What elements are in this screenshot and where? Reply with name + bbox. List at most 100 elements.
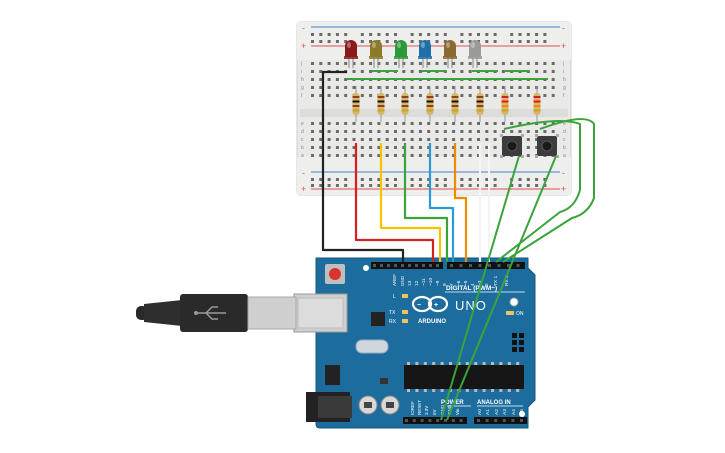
- breadboard-hole: [543, 130, 547, 133]
- breadboard-hole: [344, 122, 348, 125]
- breadboard-hole: [344, 94, 348, 97]
- breadboard-hole: [485, 138, 489, 141]
- breadboard-hole: [410, 70, 414, 73]
- digital-pin-label: RX 0: [504, 275, 510, 286]
- breadboard-hole: [335, 178, 339, 181]
- breadboard-hole: [319, 184, 323, 187]
- breadboard-hole: [477, 122, 480, 125]
- breadboard-hole: [510, 62, 514, 65]
- breadboard-hole: [460, 33, 464, 36]
- breadboard-hole: [526, 94, 530, 97]
- breadboard-hole: [385, 154, 389, 157]
- breadboard-hole: [410, 184, 414, 187]
- breadboard-hole: [394, 130, 397, 133]
- breadboard-hole: [385, 122, 389, 125]
- breadboard-hole: [460, 184, 464, 187]
- breadboard-hole: [360, 154, 364, 157]
- mounting-hole: [519, 411, 525, 417]
- breadboard-hole: [410, 146, 414, 149]
- breadboard-hole: [360, 70, 364, 73]
- breadboard-hole: [352, 130, 356, 133]
- breadboard-hole: [369, 130, 373, 133]
- breadboard-hole: [327, 178, 331, 181]
- breadboard-hole: [510, 40, 514, 43]
- breadboard-hole: [435, 40, 439, 43]
- crystal: [355, 339, 389, 354]
- breadboard-hole: [418, 33, 422, 36]
- breadboard-hole: [535, 62, 539, 65]
- breadboard-hole: [427, 86, 431, 89]
- breadboard-hole: [410, 40, 414, 43]
- power-pin-label: Vin: [455, 408, 460, 415]
- wire-red: [354, 143, 435, 262]
- digital-header-left: [371, 262, 443, 269]
- breadboard-hole: [394, 184, 397, 187]
- push-button-1[interactable]: [500, 134, 524, 158]
- breadboard-hole: [443, 146, 447, 149]
- breadboard-hole: [394, 154, 397, 157]
- breadboard-hole: [443, 86, 447, 89]
- breadboard-hole: [369, 146, 373, 149]
- reset-button[interactable]: [329, 268, 341, 280]
- icsp-header: [512, 333, 524, 352]
- breadboard-hole: [327, 78, 331, 81]
- resistor: [451, 86, 459, 122]
- breadboard-hole: [518, 62, 522, 65]
- led-rx-label: RX: [389, 319, 397, 325]
- breadboard-hole: [510, 130, 514, 133]
- breadboard-hole: [435, 138, 439, 141]
- analog-pin-label: A1: [485, 409, 491, 415]
- breadboard-hole: [418, 146, 422, 149]
- breadboard-hole: [410, 122, 414, 125]
- breadboard-hole: [427, 154, 431, 157]
- breadboard-hole: [518, 86, 522, 89]
- breadboard-hole: [526, 138, 530, 141]
- led-dark-red: [344, 40, 358, 68]
- breadboard-hole: [360, 122, 364, 125]
- row-letter: f: [301, 93, 303, 99]
- breadboard-hole: [468, 70, 472, 73]
- wires: [321, 70, 595, 421]
- voltage-regulator: [325, 365, 340, 385]
- breadboard-hole: [360, 62, 364, 65]
- mounting-hole: [363, 265, 369, 271]
- breadboard-hole: [468, 94, 472, 97]
- breadboard-hole: [418, 130, 422, 133]
- power-label: POWER: [441, 400, 464, 406]
- breadboard-hole: [327, 138, 331, 141]
- power-pin-label: GND: [440, 404, 445, 415]
- resistor: [501, 86, 509, 122]
- breadboard-hole: [443, 94, 447, 97]
- breadboard-hole: [501, 70, 505, 73]
- breadboard-hole: [369, 62, 373, 65]
- breadboard-hole: [485, 146, 489, 149]
- breadboard-hole: [327, 184, 331, 187]
- push-button-2[interactable]: [535, 134, 559, 158]
- breadboard-hole: [526, 178, 530, 181]
- breadboard-hole: [402, 122, 406, 125]
- breadboard-hole: [311, 146, 314, 149]
- breadboard-hole: [493, 138, 497, 141]
- breadboard-top-rail: [297, 22, 571, 60]
- breadboard-hole: [352, 154, 356, 157]
- breadboard-hole: [352, 122, 356, 125]
- breadboard-hole: [443, 178, 447, 181]
- breadboard-hole: [319, 122, 323, 125]
- resistor: [426, 86, 434, 122]
- row-letter: i: [301, 69, 302, 75]
- arduino-logo: − +: [411, 295, 449, 313]
- row-letter: g: [301, 85, 304, 91]
- breadboard-hole: [344, 33, 348, 36]
- breadboard-hole: [460, 62, 464, 65]
- breadboard-hole: [385, 94, 389, 97]
- breadboard-hole: [518, 178, 522, 181]
- breadboard-hole: [319, 62, 323, 65]
- breadboard-hole: [427, 178, 431, 181]
- breadboard-hole: [427, 184, 431, 187]
- breadboard-hole: [344, 62, 348, 65]
- breadboard-hole: [460, 178, 464, 181]
- analog-header: [474, 417, 527, 424]
